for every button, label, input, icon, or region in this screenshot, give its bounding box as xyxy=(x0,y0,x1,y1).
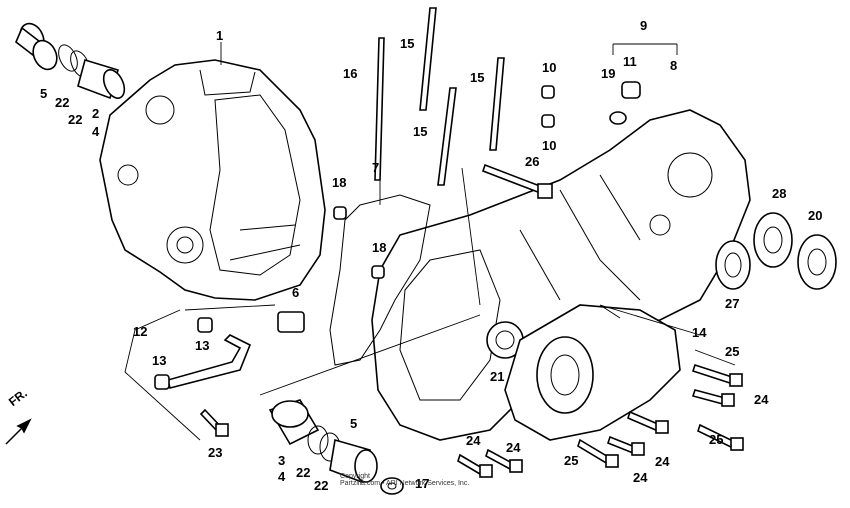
oil-pipe xyxy=(154,317,252,437)
bearings xyxy=(715,212,837,290)
callout-23: 23 xyxy=(208,445,222,460)
callout-labels: 1 2 3 4 4 5 5 6 7 8 9 10 10 11 12 13 13 … xyxy=(40,18,822,493)
callout-22-b: 22 xyxy=(68,112,82,127)
callout-18-top: 18 xyxy=(332,175,346,190)
callout-24-a: 24 xyxy=(754,392,769,407)
callout-1: 1 xyxy=(216,28,223,43)
callout-15-a: 15 xyxy=(400,36,414,51)
callout-13-left: 13 xyxy=(152,353,166,368)
callout-12: 12 xyxy=(133,324,147,339)
copyright-watermark: Copyright Partzilla.com • ARI Network Se… xyxy=(340,473,469,487)
left-crankcase-half xyxy=(99,59,326,301)
copyright-line-1: Copyright xyxy=(340,473,370,480)
callout-7: 7 xyxy=(372,160,379,175)
callout-25-c: 25 xyxy=(564,453,578,468)
callout-28: 28 xyxy=(772,186,786,201)
gasket xyxy=(329,194,431,366)
copyright-line-2: Partzilla.com • ARI Network Services, In… xyxy=(340,480,470,487)
studs xyxy=(374,7,505,186)
front-arrow xyxy=(5,418,32,445)
callout-24-d: 24 xyxy=(506,440,521,455)
right-crankcase-half xyxy=(371,109,751,441)
callout-19: 19 xyxy=(601,66,615,81)
bolt-26 xyxy=(481,163,547,196)
callout-10-bottom: 10 xyxy=(542,138,556,153)
cover-bolts xyxy=(457,363,744,478)
callout-17: 17 xyxy=(415,476,429,491)
leader-lines xyxy=(220,42,736,366)
callout-9: 9 xyxy=(640,18,647,33)
callout-21: 21 xyxy=(490,369,504,384)
callout-24-e: 24 xyxy=(466,433,481,448)
callout-25-b: 25 xyxy=(709,432,723,447)
callout-3: 3 xyxy=(278,453,285,468)
callout-20: 20 xyxy=(808,208,822,223)
callout-6: 6 xyxy=(292,285,299,300)
callout-22-a: 22 xyxy=(55,95,69,110)
callout-2: 2 xyxy=(92,106,99,121)
case-cover xyxy=(504,304,681,441)
bolt-26-head xyxy=(537,183,553,199)
callout-27: 27 xyxy=(725,296,739,311)
callout-26: 26 xyxy=(525,154,539,169)
callout-16: 16 xyxy=(343,66,357,81)
callout-15-b: 15 xyxy=(470,70,484,85)
callout-4-bottom: 4 xyxy=(278,469,286,484)
callout-24-c: 24 xyxy=(633,470,648,485)
callout-8: 8 xyxy=(670,58,677,73)
assembly-lines xyxy=(124,167,701,441)
dowels xyxy=(333,81,641,279)
callout-10-top: 10 xyxy=(542,60,556,75)
callout-11: 11 xyxy=(623,54,637,69)
callout-14: 14 xyxy=(692,325,707,340)
clamp-6 xyxy=(277,311,305,333)
callout-15-c: 15 xyxy=(413,124,427,139)
callout-4-top: 4 xyxy=(92,124,100,139)
bottom-seal-stack xyxy=(268,399,404,495)
callout-18-bottom: 18 xyxy=(372,240,386,255)
callout-5-bottom: 5 xyxy=(350,416,357,431)
callout-22-d: 22 xyxy=(314,478,328,493)
callout-22-c: 22 xyxy=(296,465,310,480)
top-left-seal-stack xyxy=(15,22,126,100)
callout-24-b: 24 xyxy=(655,454,670,469)
callout-5-top: 5 xyxy=(40,86,47,101)
callout-13-top: 13 xyxy=(195,338,209,353)
callout-25-a: 25 xyxy=(725,344,739,359)
